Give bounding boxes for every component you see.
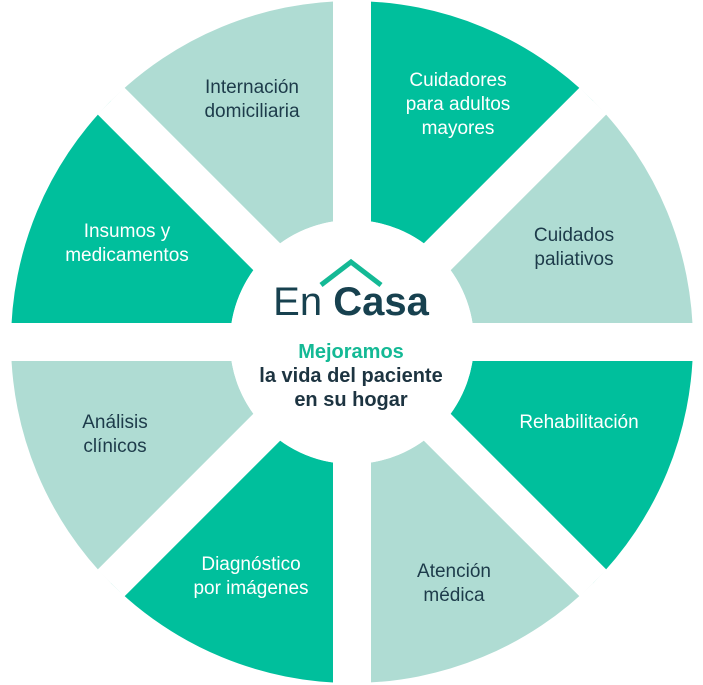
segment-label-insumos: Insumos y medicamentos — [65, 221, 189, 266]
segment-3 — [352, 428, 594, 683]
segment-5 — [11, 342, 266, 584]
house-roof-icon — [319, 258, 383, 287]
segment-7 — [110, 1, 352, 256]
logo-casa: Casa — [333, 280, 429, 324]
segment-2 — [438, 342, 693, 584]
segment-label-diagnostico: Diagnóstico por imágenes — [193, 554, 309, 599]
segment-1 — [438, 100, 693, 342]
segment-4 — [110, 428, 352, 683]
segment-6 — [11, 100, 266, 342]
tagline-highlight: Mejoramos — [298, 341, 404, 363]
segment-label-internacion: Internación domiciliaria — [204, 77, 300, 122]
encasa-logo: En Casa — [241, 258, 461, 360]
segment-label-atencion-medica: Atención médica — [417, 561, 491, 606]
center-circle — [230, 220, 474, 464]
logo-en: En — [273, 280, 323, 324]
segment-0 — [352, 1, 594, 256]
segment-label-rehabilitacion: Rehabilitación — [519, 412, 639, 433]
tagline-text: la vida del paciente en su hogar — [259, 365, 443, 411]
segment-label-cuidados-paliativos: Cuidados paliativos — [533, 225, 615, 270]
segment-label-cuidadores: Cuidadores para adultos mayores — [405, 70, 511, 139]
segment-label-analisis: Análisis clínicos — [82, 412, 148, 457]
center-brand: En Casa Mejoramos la vida del paciente e… — [241, 258, 461, 412]
